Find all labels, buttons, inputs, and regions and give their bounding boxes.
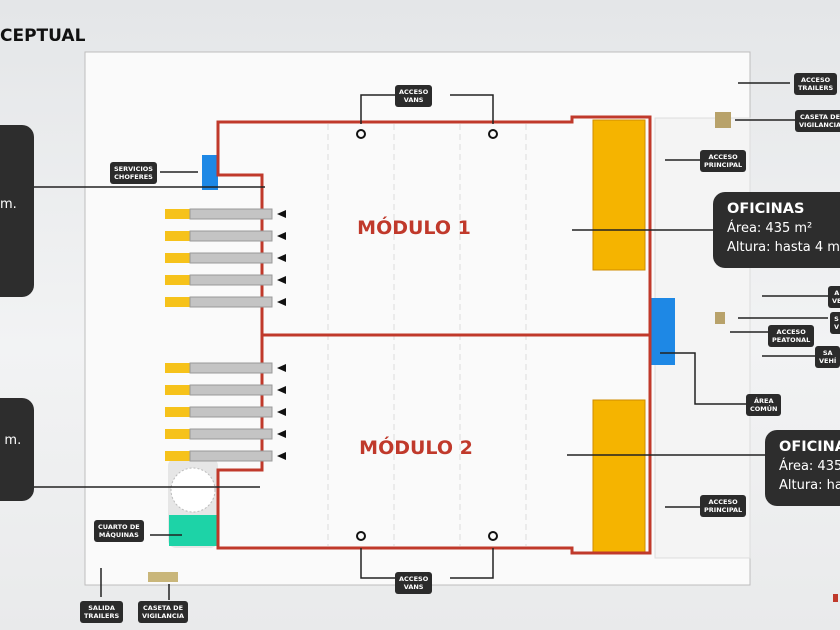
dock-leveler <box>165 231 190 241</box>
truck-dock <box>189 208 273 220</box>
dock-arrow-icon <box>277 276 286 284</box>
truck-dock <box>189 274 273 286</box>
tag-line: CHOFERES <box>114 173 153 181</box>
tag-line: V <box>834 323 840 331</box>
van-access-points <box>356 129 498 541</box>
tag-line: CASETA DE <box>800 113 840 121</box>
tag-line: PRINCIPAL <box>704 506 743 514</box>
brand-mark <box>833 594 838 602</box>
dock-leveler <box>165 363 190 373</box>
truck-dock <box>189 406 273 418</box>
tag-line: SALIDA <box>88 604 115 612</box>
tag-line: ÁREA <box>753 397 774 405</box>
water-tank <box>170 467 216 513</box>
dock-leveler <box>165 297 190 307</box>
dock-arrow-icon <box>277 210 286 218</box>
callout-left-bottom: 0 m. <box>0 398 34 501</box>
tag-line: MÁQUINAS <box>98 531 139 539</box>
tag-line: VANS <box>403 96 424 104</box>
truck-dock <box>189 384 273 396</box>
office-block-1 <box>592 119 646 271</box>
tag-line: TRAILERS <box>798 84 834 92</box>
building-outline <box>216 115 652 555</box>
truck-dock <box>189 428 273 440</box>
truck-dock <box>189 362 273 374</box>
tag-line: ACCESO <box>399 575 429 583</box>
page-title: CEPTUAL <box>0 26 86 46</box>
module-1-label: MÓDULO 1 <box>357 215 471 239</box>
tag-line: A <box>834 289 840 297</box>
guard-booth-bottom <box>148 572 178 582</box>
dock-leveler <box>165 253 190 263</box>
dock-doors <box>165 208 286 462</box>
dock-arrow-icon <box>277 430 286 438</box>
callout-left-top: m. <box>0 125 34 297</box>
tag-line: VANS <box>403 583 424 591</box>
tag-line: COMÚN <box>750 405 778 413</box>
tag-line: PEATONAL <box>772 336 811 344</box>
callout-oficinas-2: OFICINAS Área: 435 Altura: ha <box>765 430 840 506</box>
office-block-2 <box>592 399 646 553</box>
dock-arrow-icon <box>277 232 286 240</box>
dock-arrow-icon <box>277 254 286 262</box>
common-area <box>650 298 675 365</box>
dock-arrow-icon <box>277 364 286 372</box>
tag-line: ACCESO <box>800 76 831 84</box>
tag-line: VE <box>832 297 840 305</box>
tag-line: TRAILERS <box>84 612 120 620</box>
guard-booth-right <box>715 312 725 324</box>
tag-line: VEHÍ <box>819 357 837 365</box>
guard-booth-top <box>715 112 731 128</box>
dock-leveler <box>165 429 190 439</box>
tag-line: VIGILANCIA <box>799 121 840 129</box>
tag-line: S <box>834 315 839 323</box>
dock-leveler <box>165 407 190 417</box>
truck-dock <box>189 230 273 242</box>
drivers-services <box>202 155 218 190</box>
tag-line: VIGILANCIA <box>142 612 185 620</box>
tag-line: CASETA DE <box>143 604 184 612</box>
dock-arrow-icon <box>277 408 286 416</box>
module-2-label: MÓDULO 2 <box>359 435 473 459</box>
tag-line: CUARTO DE <box>98 523 140 531</box>
dock-leveler <box>165 451 190 461</box>
truck-dock <box>189 296 273 308</box>
callout-oficinas-1: OFICINAS Área: 435 m² Altura: hasta 4 m <box>713 192 840 268</box>
tag-line: ACCESO <box>708 498 738 506</box>
tag-line: SA <box>822 349 833 357</box>
tag-line: ACCESO <box>776 328 806 336</box>
tag-line: ACCESO <box>708 153 738 161</box>
truck-dock <box>189 252 273 264</box>
dock-arrow-icon <box>277 452 286 460</box>
machine-room <box>169 515 217 546</box>
dock-leveler <box>165 385 190 395</box>
dock-arrow-icon <box>277 298 286 306</box>
dock-leveler <box>165 209 190 219</box>
dock-leveler <box>165 275 190 285</box>
leader-lines <box>34 82 828 600</box>
tag-line: ACCESO <box>399 88 429 96</box>
truck-dock <box>189 450 273 462</box>
dock-arrow-icon <box>277 386 286 394</box>
tag-line: PRINCIPAL <box>704 161 743 169</box>
tag-line: SERVICIOS <box>114 165 153 173</box>
